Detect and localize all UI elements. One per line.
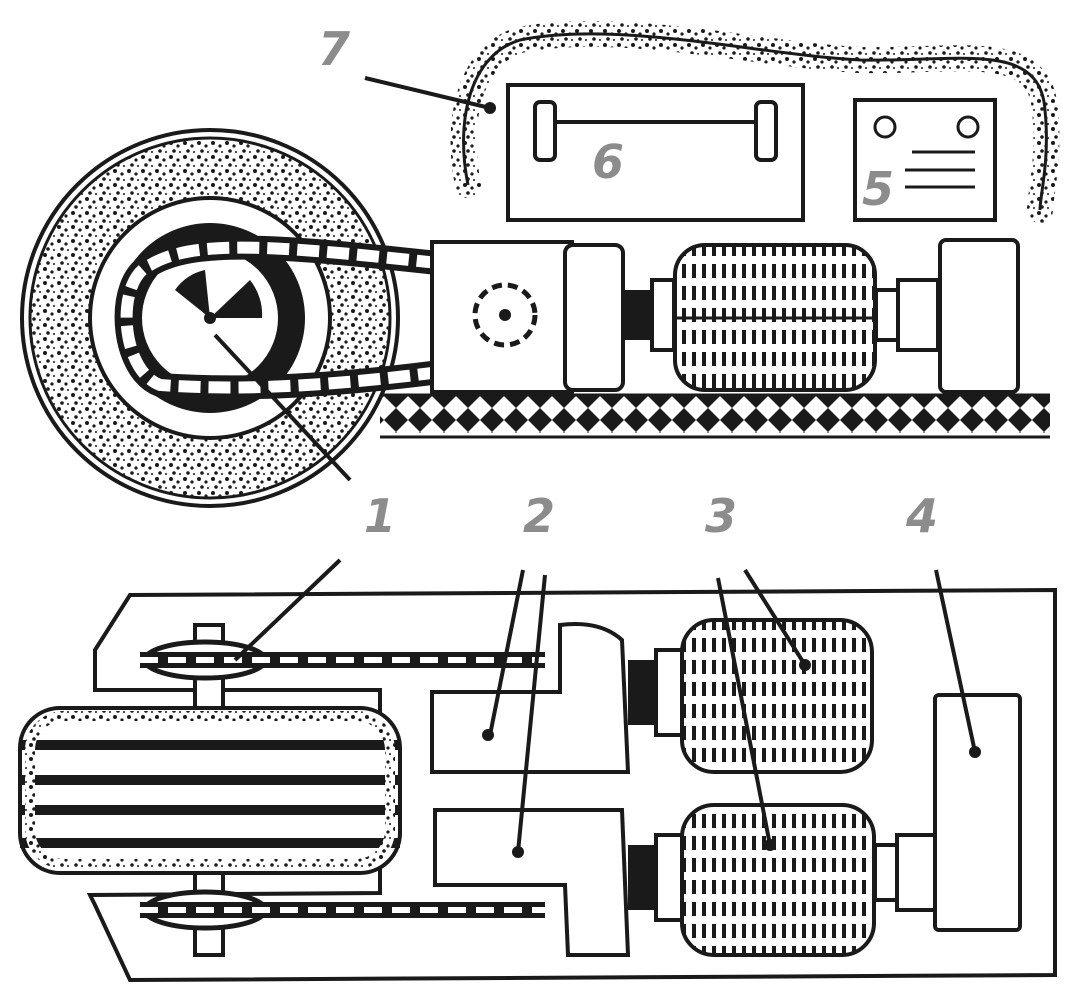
gearbox-upper xyxy=(430,622,631,774)
side-view xyxy=(20,20,1060,508)
label-2: 2 xyxy=(523,489,555,543)
battery-box xyxy=(506,83,805,222)
label-7: 7 xyxy=(318,22,350,76)
block-plan xyxy=(933,693,1022,932)
label-6: 6 xyxy=(592,135,624,189)
panel-hole-right xyxy=(956,115,980,139)
plan-view xyxy=(18,587,1057,983)
chain-top xyxy=(140,639,545,681)
chain-bottom xyxy=(140,889,545,931)
gearbox-lower xyxy=(433,808,631,957)
leader-lines xyxy=(213,76,977,853)
motor-upper xyxy=(680,618,874,774)
ground-strip xyxy=(380,395,1050,433)
label-1: 1 xyxy=(364,489,396,543)
wheel-plan xyxy=(18,706,402,875)
block-side xyxy=(938,238,1020,394)
panel-hole-left xyxy=(873,115,897,139)
motor-lower xyxy=(680,803,876,957)
wheel-side xyxy=(20,128,400,508)
battery-terminal-left xyxy=(533,100,557,162)
label-3: 3 xyxy=(705,489,737,543)
label-5: 5 xyxy=(862,162,894,216)
label-4: 4 xyxy=(905,489,938,543)
battery-terminal-right xyxy=(754,100,778,162)
